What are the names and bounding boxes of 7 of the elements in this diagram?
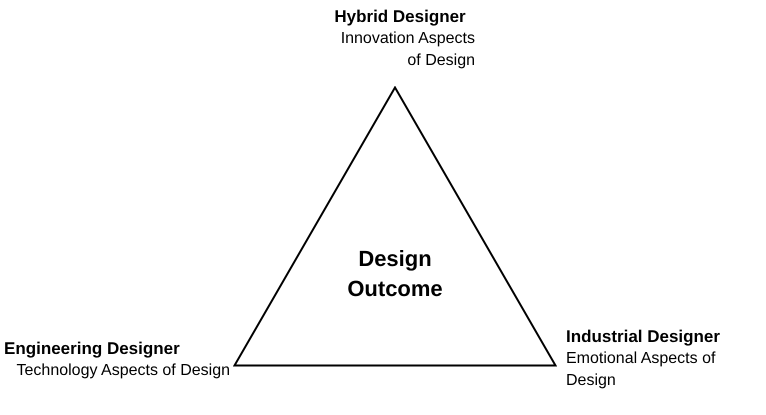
role-heading: Hybrid Designer bbox=[333, 6, 467, 28]
role-heading: Industrial Designer bbox=[566, 326, 721, 348]
role-heading: Engineering Designer bbox=[4, 338, 181, 360]
role-description: Innovation Aspects of Design bbox=[340, 29, 475, 71]
node-text: Design Outcome bbox=[346, 245, 444, 303]
role-description: Technology Aspects of Design bbox=[16, 361, 230, 381]
role-description: Emotional Aspects of Design bbox=[566, 349, 716, 391]
